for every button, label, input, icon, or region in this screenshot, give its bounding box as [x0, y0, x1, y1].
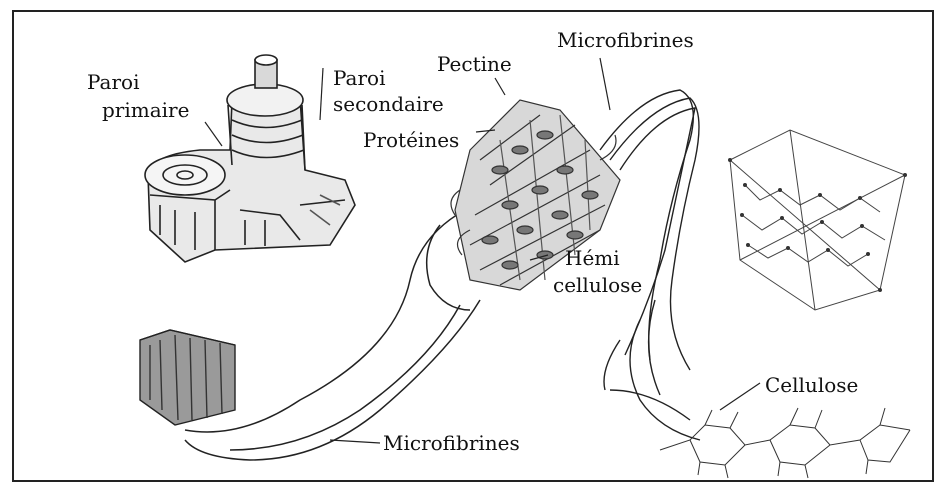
label-hemi: Hémi	[565, 248, 620, 268]
label-pectine: Pectine	[437, 54, 512, 74]
label-paroi-primaire-2: primaire	[102, 100, 189, 120]
label-microfibrines-top: Microfibrines	[557, 30, 694, 50]
label-proteines: Protéines	[363, 130, 459, 150]
label-paroi-secondaire-2: secondaire	[333, 94, 444, 114]
cell-wall-block	[145, 55, 355, 262]
label-paroi-secondaire-1: Paroi	[333, 68, 385, 88]
label-microfibrines-bottom: Microfibrines	[383, 433, 520, 453]
label-cellulose: Cellulose	[765, 375, 858, 395]
cellulose-crystal	[728, 130, 907, 310]
label-hemi-cellulose: cellulose	[553, 275, 642, 295]
microfibril-block	[140, 330, 235, 425]
cellulose-chain	[660, 408, 910, 478]
label-paroi-primaire-1: Paroi	[87, 72, 139, 92]
